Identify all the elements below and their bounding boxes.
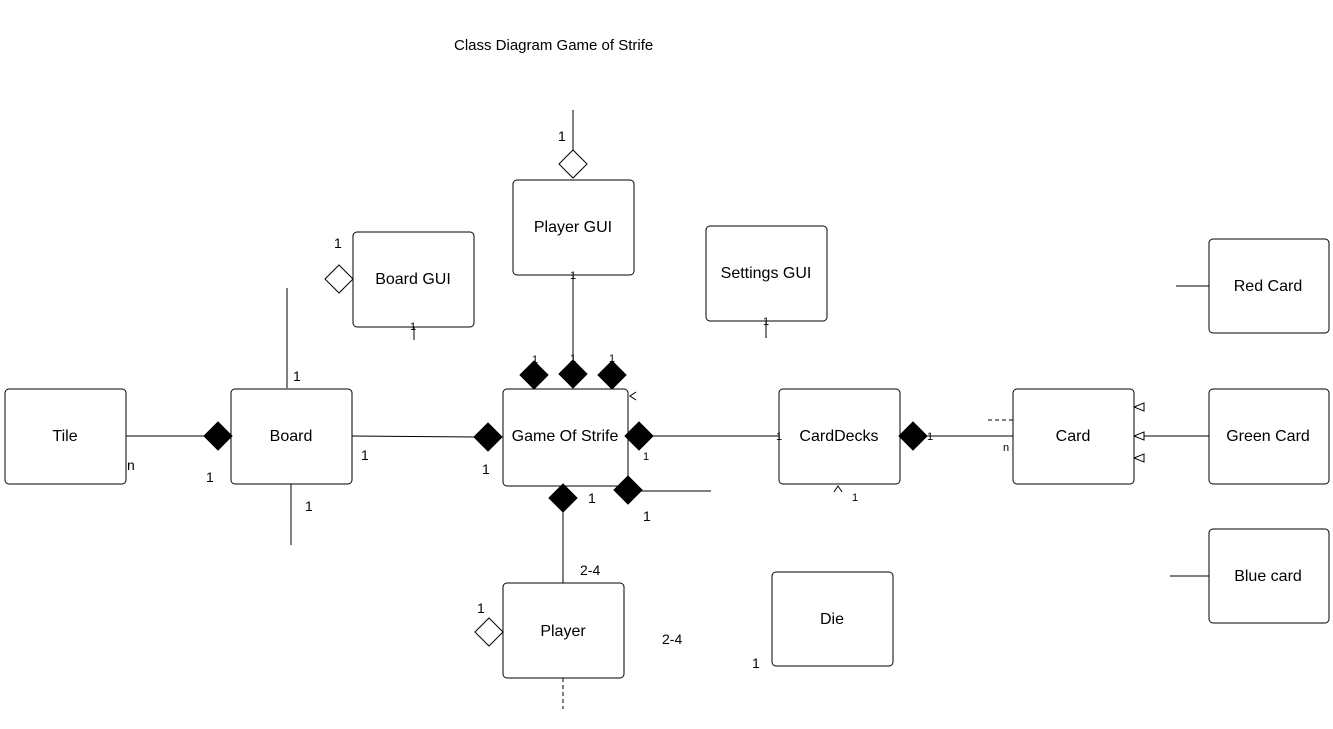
composition-diamond-board-tile xyxy=(203,421,233,451)
mult-board-game-game: 1 xyxy=(482,461,490,477)
mult-game-carddecks-game: 1 xyxy=(643,451,649,463)
composition-diamond-game-board xyxy=(473,422,503,452)
mult-board-player-board: 1 xyxy=(305,498,313,514)
class-blue-card[interactable]: Blue card xyxy=(1208,528,1330,624)
mult-settingsgui-game: 1 xyxy=(763,316,769,328)
class-board-gui-label: Board GUI xyxy=(375,271,451,288)
mult-game-die-die: 1 xyxy=(752,655,760,671)
class-green-card[interactable]: Green Card xyxy=(1208,388,1330,485)
mult-carddecks-card-n: n xyxy=(1003,442,1009,454)
class-card[interactable]: Card xyxy=(1012,388,1135,485)
mult-carddecks-card-decks: 1 xyxy=(927,431,933,443)
class-settings-gui[interactable]: Settings GUI xyxy=(705,225,828,322)
class-board[interactable]: Board xyxy=(230,388,353,485)
mult-playergui-player: 1 xyxy=(558,128,566,144)
class-board-label: Board xyxy=(270,428,313,445)
mult-carddecks-player: 1 xyxy=(852,492,858,504)
class-tile[interactable]: Tile xyxy=(4,388,127,485)
class-red-card[interactable]: Red Card xyxy=(1208,238,1330,334)
composition-diamond-game-playergui xyxy=(558,359,588,389)
class-card-label: Card xyxy=(1056,428,1091,445)
class-player-gui[interactable]: Player GUI xyxy=(512,179,635,276)
generalization-arrow-green xyxy=(1132,431,1145,441)
aggregation-diamond-boardgui-board xyxy=(324,264,354,294)
arrowhead-game xyxy=(629,391,637,401)
mult-game-player-player: 2-4 xyxy=(580,562,600,578)
edge-board-game xyxy=(351,435,477,438)
mult-tile-board-n: n xyxy=(127,457,135,473)
mult-boardgui-game-end: 1 xyxy=(532,354,538,366)
mult-boardgui-game: 1 xyxy=(410,321,416,333)
class-game-of-strife[interactable]: Game Of Strife xyxy=(502,388,629,487)
mult-game-die-game: 1 xyxy=(643,508,651,524)
mult-board-boardgui-board: 1 xyxy=(293,368,301,384)
mult-board-game-board: 1 xyxy=(361,447,369,463)
mult-board-boardgui-gui: 1 xyxy=(334,235,342,251)
diagram-title: Class Diagram Game of Strife xyxy=(454,37,653,54)
mult-game-player-game: 1 xyxy=(588,490,596,506)
arrowhead-carddecks xyxy=(833,485,843,493)
mult-playergui-game: 1 xyxy=(570,270,576,282)
mult-playergui-game-end: 1 xyxy=(570,353,576,365)
class-blue-card-label: Blue card xyxy=(1234,568,1302,585)
composition-diamond-game-boardgui xyxy=(519,360,549,390)
composition-diamond-game-settingsgui xyxy=(597,360,627,390)
class-game-of-strife-label: Game Of Strife xyxy=(512,428,619,445)
mult-board-player-player: 1 xyxy=(477,600,485,616)
class-red-card-label: Red Card xyxy=(1234,278,1302,295)
composition-diamond-game-player xyxy=(548,483,578,513)
generalization-arrow-blue xyxy=(1132,453,1145,463)
generalization-arrow-red xyxy=(1132,402,1145,412)
mult-settingsgui-game-end: 1 xyxy=(609,353,615,365)
class-player[interactable]: Player xyxy=(502,582,625,679)
class-settings-gui-label: Settings GUI xyxy=(721,265,812,282)
class-board-gui[interactable]: Board GUI xyxy=(352,231,475,328)
class-die[interactable]: Die xyxy=(771,571,894,667)
composition-diamond-carddecks-card xyxy=(898,421,928,451)
class-card-decks-label: CardDecks xyxy=(799,428,878,445)
class-green-card-label: Green Card xyxy=(1226,428,1310,445)
class-die-label: Die xyxy=(820,611,844,628)
mult-game-carddecks-decks: 1 xyxy=(776,431,782,443)
class-player-gui-label: Player GUI xyxy=(534,219,612,236)
composition-diamond-game-carddecks xyxy=(624,421,654,451)
composition-diamond-game-die xyxy=(613,475,643,505)
class-tile-label: Tile xyxy=(52,428,77,445)
aggregation-diamond-player-board xyxy=(474,617,504,647)
mult-tile-board-1: 1 xyxy=(206,469,214,485)
aggregation-diamond-playergui-player xyxy=(558,149,588,179)
class-player-label: Player xyxy=(540,623,586,640)
class-card-decks[interactable]: CardDecks xyxy=(778,388,901,485)
mult-player-right: 2-4 xyxy=(662,631,682,647)
